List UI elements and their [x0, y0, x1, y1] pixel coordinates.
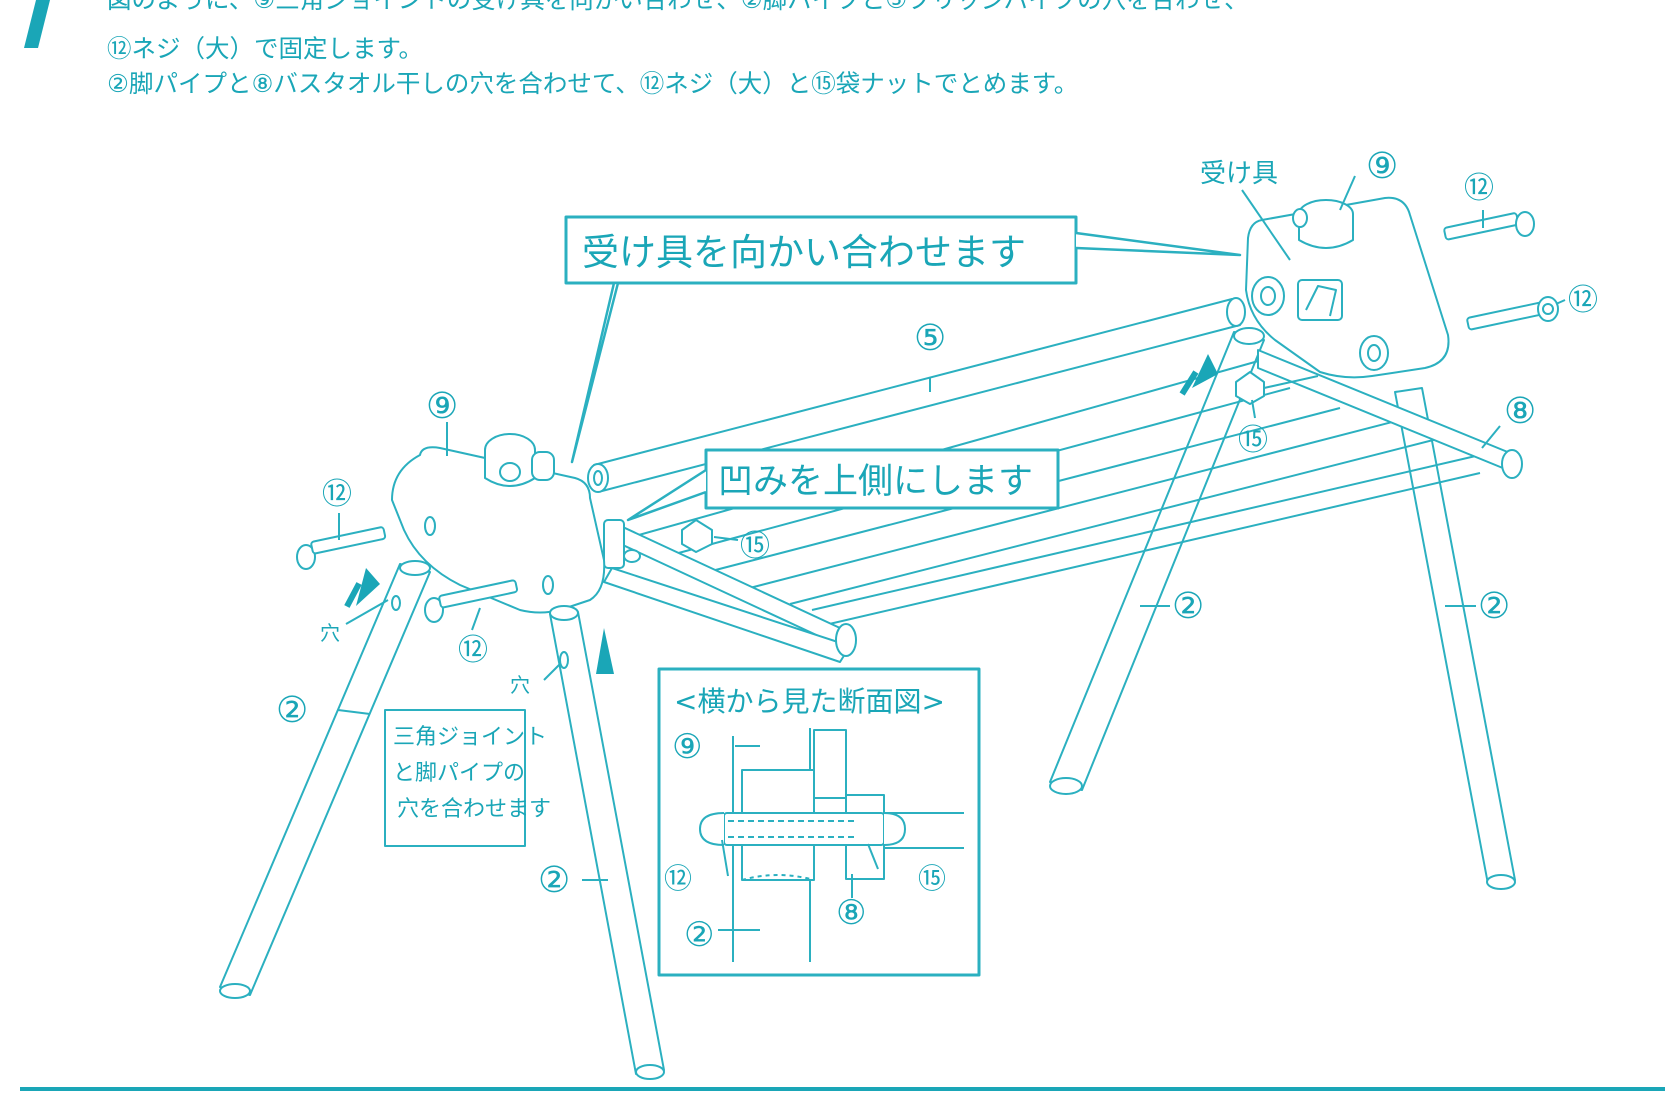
leg-pipe-back-left [1049, 327, 1265, 795]
part-2-back-right: ② [1478, 586, 1510, 627]
screw-right-upper [1443, 211, 1535, 241]
part-5-label: ⑤ [914, 318, 946, 359]
part-9-left-label: ⑨ [426, 386, 458, 427]
hole-label-right: 穴 [510, 673, 530, 697]
callout-dent-up [626, 448, 1060, 522]
part-2-front-right: ② [538, 860, 570, 901]
bottom-divider [20, 1087, 1665, 1091]
cap-nut-front [681, 519, 713, 553]
screw-left-upper [296, 526, 387, 570]
receiver-label: 受け具 [1200, 159, 1278, 189]
step-number-mark [24, 0, 50, 48]
part-8-label: ⑧ [1504, 391, 1536, 432]
screw-right-lower [1466, 296, 1559, 331]
part-15-front: ⑮ [740, 529, 770, 564]
inset-part-15: ⑮ [918, 862, 946, 895]
part-12-mid-right: ⑫ [1568, 283, 1598, 318]
align-holes-box [384, 709, 526, 847]
inset-part-9: ⑨ [672, 727, 702, 767]
leader-lines [337, 175, 1566, 931]
part-9-right-label: ⑨ [1366, 146, 1398, 187]
instruction-line-1: 図のように、⑨三角ジョイントの受け具を向かい合わせ、②脚パイプと⑤ブリッジパイプ… [107, 0, 1249, 16]
part-12-left-lower: ⑫ [458, 633, 488, 668]
part-2-front-left: ② [276, 690, 308, 731]
instruction-line-2: ⑫ネジ（大）で固定します。 [107, 34, 424, 63]
inset-part-12: ⑫ [664, 862, 692, 895]
bridge-pipe-5 [587, 297, 1246, 493]
leg-pipe-back-right [1394, 387, 1516, 890]
leg-pipe-front-left [219, 560, 431, 999]
cap-nut-back [1235, 371, 1319, 405]
inset-title: <横から見た断面図> [674, 685, 945, 718]
triangle-joint-right [1245, 196, 1450, 379]
part-12-left-upper: ⑫ [322, 477, 352, 512]
inset-part-8: ⑧ [836, 893, 866, 933]
align-holes-text-3: 穴を合わせます [397, 797, 551, 822]
part-12-top-right: ⑫ [1464, 171, 1494, 206]
inset-part-2: ② [684, 915, 714, 955]
callout-face-each-other-text: 受け具を向かい合わせます [582, 231, 1026, 274]
part-15-back: ⑮ [1238, 423, 1268, 458]
leg-pipe-front-right [549, 605, 665, 1080]
hole-label-left: 穴 [320, 621, 340, 645]
callout-face-each-other [564, 215, 1242, 464]
align-holes-text-2: と脚パイプの [393, 761, 525, 786]
callout-dent-up-text: 凹みを上側にします [718, 462, 1033, 502]
insert-arrows [344, 354, 1218, 674]
triangle-joint-left [391, 433, 606, 614]
screw-left-lower [424, 579, 518, 623]
instruction-line-3: ②脚パイプと⑧バスタオル干しの穴を合わせて、⑫ネジ（大）と⑮袋ナットでとめます。 [107, 69, 1079, 98]
part-2-back-left: ② [1172, 586, 1204, 627]
align-holes-text-1: 三角ジョイント [393, 725, 547, 750]
cross-section-inset [657, 667, 981, 977]
